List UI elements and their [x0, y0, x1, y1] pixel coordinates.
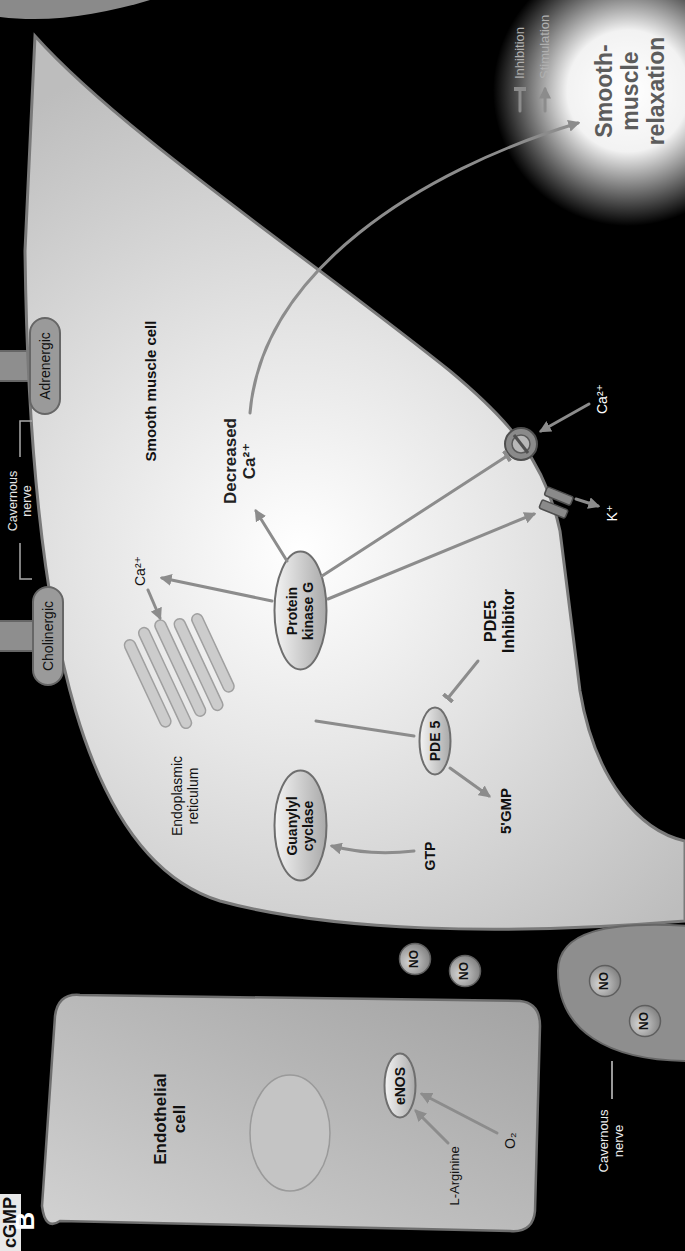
- node-label: PDE 5: [427, 721, 443, 761]
- molecule-outline: [450, 956, 481, 987]
- bracket-line: [20, 543, 32, 579]
- node-outline: [0, 21, 685, 951]
- effect-label: Decreased Ca²⁺: [221, 411, 260, 511]
- cell-group: [25, 36, 685, 929]
- efflux-arrow: [576, 499, 598, 506]
- legend-text: Stimulation: [538, 15, 553, 79]
- organelle-label: Endoplasmic reticulum: [169, 749, 201, 844]
- enzyme-ellipse: Protein kinase G: [273, 551, 328, 672]
- enzyme-ellipse: PDE 5: [418, 706, 452, 776]
- enzyme-ellipse: eNOS: [383, 1053, 417, 1120]
- endothelial-cell: Endothelial cell eNOS: [40, 991, 542, 1236]
- legend-inhibition-sample: [519, 89, 522, 111]
- no-molecule: NO: [448, 954, 482, 988]
- no-molecule: NO: [628, 1004, 662, 1038]
- enzyme-outline: [274, 771, 326, 881]
- node-label: Adrenergic: [37, 332, 53, 400]
- terminal-outline: [30, 318, 60, 414]
- ion-label: K⁺: [604, 505, 620, 522]
- node-label: Endothelial cell: [151, 1059, 190, 1179]
- neighbour-cell: [0, 0, 150, 19]
- label-anchor: Stimulation: [538, 15, 553, 79]
- label-anchor: O₂: [502, 1133, 518, 1149]
- nerve-terminal: Cholinergic: [32, 586, 64, 686]
- nucleus: [250, 1075, 330, 1191]
- cell-group: [42, 995, 540, 1231]
- no-molecule: NO: [398, 942, 432, 976]
- node-label: eNOS: [392, 1067, 408, 1105]
- label-anchor: 5'GMP: [497, 788, 514, 834]
- label-anchor: GTP: [422, 842, 438, 871]
- product-label: 5'GMP: [497, 788, 514, 834]
- ion-label: Ca²⁺: [132, 556, 148, 586]
- node-label: NO: [598, 972, 612, 990]
- substrate-label: O₂: [502, 1133, 518, 1149]
- influx-arrow: [541, 404, 589, 431]
- molecule-outline: [590, 966, 621, 997]
- label-anchor: B: [11, 1212, 41, 1231]
- substrate-label: GTP: [422, 842, 438, 871]
- node-label: Cavernous nerve: [597, 1099, 627, 1183]
- nerve-stem: [0, 621, 36, 651]
- channel-pore: [512, 435, 530, 453]
- leader-line: [611, 1061, 613, 1099]
- legend-text: Inhibition: [513, 27, 528, 79]
- nerve-label: Cavernous nerve: [6, 461, 35, 541]
- label-anchor: Decreased Ca²⁺: [221, 411, 260, 511]
- label-anchor: L-Arginine: [448, 1146, 463, 1205]
- node-label: NO: [638, 1012, 652, 1030]
- smooth-muscle-cell: Smooth muscle cellGuanylyl cyclase Protei…: [0, 21, 685, 951]
- terminal-outline: [33, 587, 63, 685]
- label-anchor: Ca²⁺: [132, 556, 148, 586]
- node-outline: [40, 991, 542, 1236]
- panel-letter: B: [11, 1212, 41, 1231]
- channel-gate: [514, 435, 528, 453]
- label-anchor: PDE5 Inhibitor: [482, 581, 519, 661]
- enzyme-outline: [385, 1054, 416, 1118]
- nerve-terminal: Adrenergic: [29, 317, 61, 415]
- terminal-group: [558, 925, 685, 1061]
- node-label: NO: [458, 962, 472, 980]
- label-anchor: Inhibition: [513, 27, 528, 79]
- outcome-label: Smooth-muscle relaxation: [591, 24, 670, 159]
- enzyme-outline: [420, 708, 451, 775]
- molecule-outline: [400, 944, 431, 975]
- relaxation-glow: [493, 0, 685, 226]
- calcium-channel: [505, 428, 537, 460]
- node-label: NO: [408, 950, 422, 968]
- label-anchor: Cavernous nerve: [6, 461, 35, 541]
- node-label: Guanylyl cyclase: [284, 790, 316, 862]
- node-outline: [548, 911, 685, 1211]
- node-label: Cholinergic: [40, 601, 56, 671]
- cell-outline: [42, 995, 540, 1231]
- label-anchor: K⁺: [604, 505, 620, 522]
- label-anchor: Ca²⁺: [594, 384, 610, 414]
- nerve-terminal: Cavernous nerve NO NO: [548, 911, 685, 1211]
- enzyme-outline: [274, 552, 326, 670]
- substrate-label: L-Arginine: [448, 1146, 463, 1205]
- node-label: Protein kinase G: [284, 572, 316, 650]
- channel-subunit: [544, 487, 573, 506]
- label-anchor: Endoplasmic reticulum: [169, 749, 201, 844]
- enzyme-ellipse: Guanylyl cyclase: [273, 770, 328, 883]
- label-anchor: Smooth-muscle relaxation: [591, 24, 670, 159]
- legend-stimulation-sample: [544, 89, 547, 111]
- no-molecule: NO: [588, 964, 622, 998]
- molecule-outline: [630, 1006, 661, 1037]
- ion-label: Ca²⁺: [594, 384, 610, 414]
- channel-body: [505, 428, 537, 460]
- cell-outline: [25, 36, 685, 929]
- drug-label: PDE5 Inhibitor: [482, 581, 519, 661]
- terminal-outline: [558, 925, 685, 1061]
- node-label: Smooth muscle cell: [142, 301, 159, 481]
